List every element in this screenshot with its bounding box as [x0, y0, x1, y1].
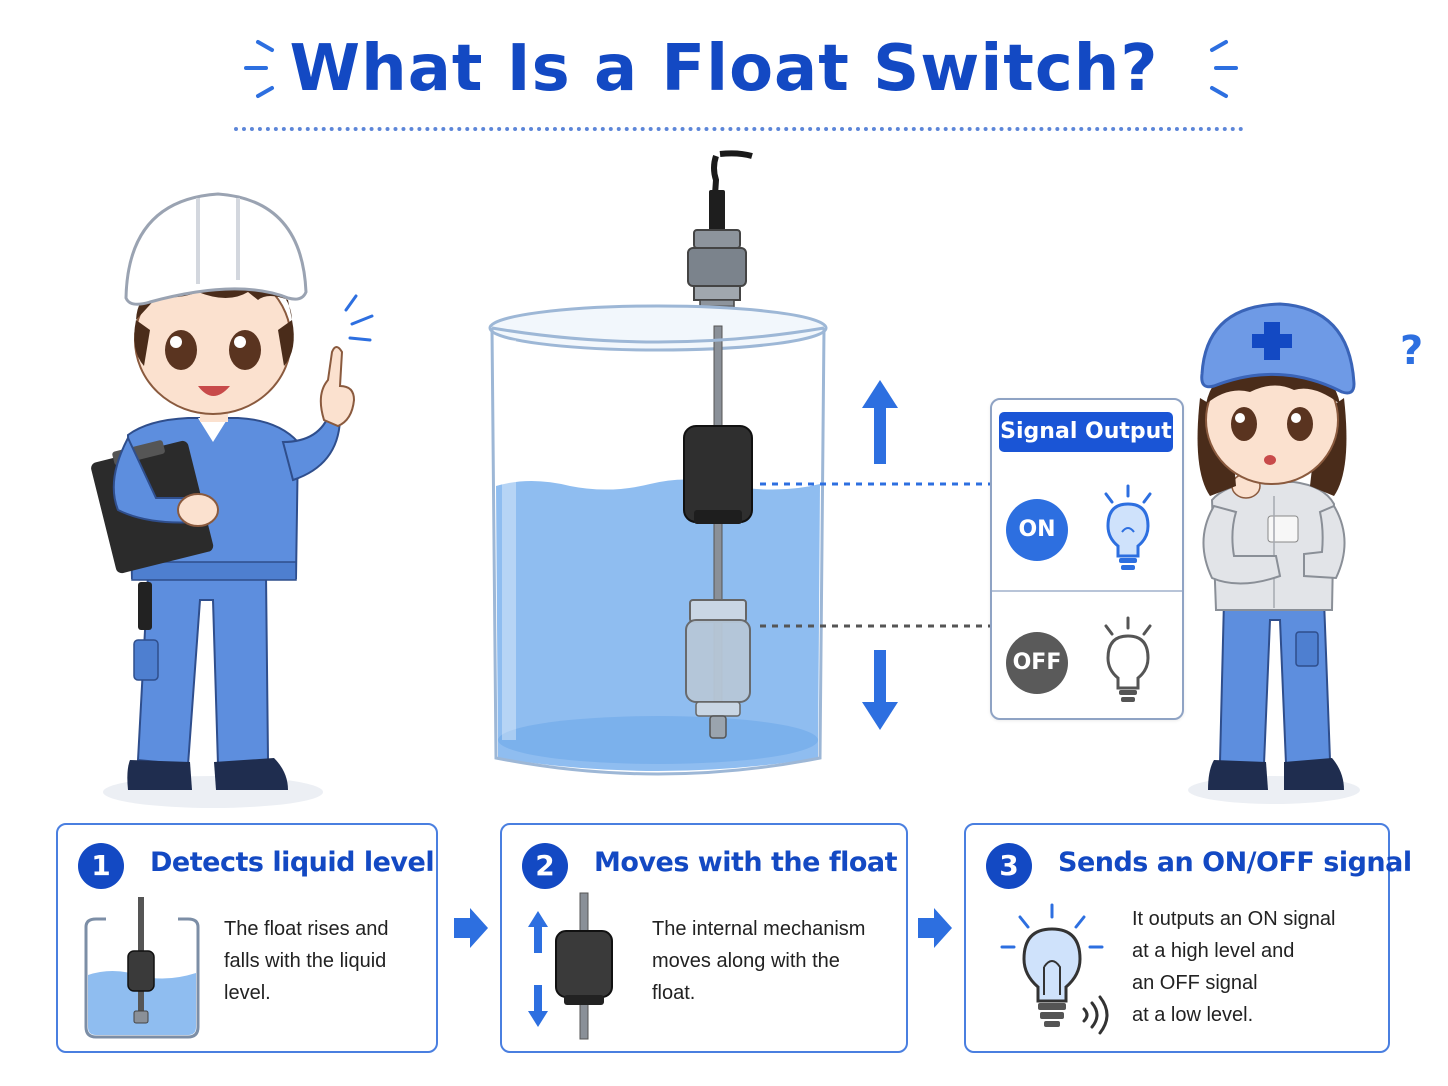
float-up-arrow-icon: [862, 380, 898, 464]
step-description: The float rises and falls with the liqui…: [224, 913, 389, 1009]
step-card-3: 3 Sends an ON/OFF signal It outputs an O…: [964, 823, 1412, 1053]
step-title: Moves with the float: [594, 847, 898, 878]
step-line: moves along with the: [652, 950, 840, 972]
signal-output-title: Signal Output: [999, 412, 1173, 452]
step-line: falls with the liquid: [224, 950, 387, 972]
step-line: The float rises and: [224, 918, 389, 940]
worker-wondering-icon: [1188, 302, 1360, 804]
signal-panel-divider: [992, 590, 1182, 592]
step-description: It outputs an ON signal at a high level …: [1132, 903, 1335, 1031]
signal-output-panel: Signal Output ON OFF: [990, 398, 1184, 720]
step-line: It outputs an ON signal: [1132, 908, 1336, 930]
step-line: an OFF signal: [1132, 972, 1258, 994]
step-number: 3: [986, 843, 1032, 889]
float-switch-tank-diagram: [488, 150, 828, 776]
lightbulb-signal-icon: [1000, 903, 1109, 1035]
page-title: What Is a Float Switch?: [289, 32, 1159, 106]
on-badge: ON: [1006, 499, 1068, 561]
signal-connector-lines: [760, 482, 990, 628]
step-line: level.: [224, 982, 271, 1004]
title-sparkle-right-icon: [1210, 40, 1238, 98]
step-line: The internal mechanism: [652, 918, 866, 940]
step-line: at a high level and: [1132, 940, 1295, 962]
float-updown-icon: [528, 892, 613, 1040]
off-badge: OFF: [1006, 632, 1068, 694]
title-sparkle-left-icon: [244, 40, 274, 98]
title-divider: [234, 127, 1244, 131]
step-line: at a low level.: [1132, 1004, 1254, 1026]
step-title: Sends an ON/OFF signal: [1058, 847, 1412, 878]
tank-float-icon: [84, 897, 200, 1039]
step-number: 2: [522, 843, 568, 889]
step-description: The internal mechanism moves along with …: [652, 913, 865, 1009]
step-card-2: 2 Moves with the float The internal mech…: [500, 823, 908, 1053]
excitement-lines-icon: [344, 294, 374, 342]
engineer-pointing-icon: [91, 192, 356, 808]
step-number: 1: [78, 843, 124, 889]
step-card-1: 1 Detects liquid level The float rises a…: [56, 823, 438, 1053]
step-arrow-icon: [918, 908, 952, 948]
step-line: float.: [652, 982, 696, 1004]
question-mark: ?: [1400, 328, 1424, 374]
step-title: Detects liquid level: [150, 847, 435, 878]
float-down-arrow-icon: [862, 650, 898, 730]
lightbulb-lit-icon: [1104, 484, 1152, 570]
lightbulb-off-icon: [1104, 616, 1152, 702]
step-arrow-icon: [454, 908, 488, 948]
